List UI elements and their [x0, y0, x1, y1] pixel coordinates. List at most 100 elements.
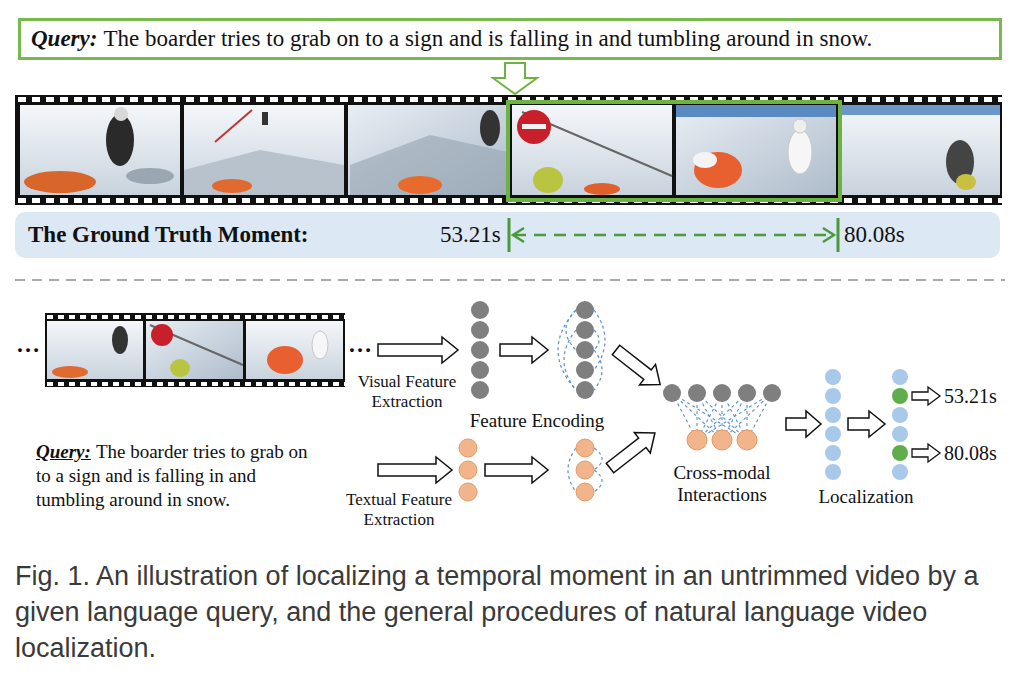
cross-modal-visual-nodes — [738, 384, 756, 402]
film-strip — [956, 174, 976, 190]
ellipsis: … — [16, 331, 40, 357]
textual-encoding-links — [594, 470, 602, 492]
visual-encoded-nodes — [576, 381, 594, 399]
stage-label: Textual Feature Extraction — [346, 490, 452, 529]
film-strip — [676, 105, 836, 195]
end-time: 80.08s — [844, 222, 905, 247]
film-strip — [348, 105, 508, 195]
localization-nodes — [825, 388, 841, 404]
film-strip — [215, 110, 252, 142]
text-line: Query:The boarder tries to grab on to a … — [31, 25, 872, 53]
localization-nodes — [825, 369, 841, 480]
cross-modal-links — [697, 393, 772, 440]
cross-modal-text-nodes — [712, 430, 732, 450]
small-film-strip — [151, 324, 173, 346]
cross-modal-text-nodes — [737, 430, 757, 450]
textual-encoding-links — [568, 448, 576, 492]
visual-feature-nodes — [471, 361, 489, 379]
film-strip — [184, 105, 344, 195]
text-slot: The Ground Truth Moment: — [28, 221, 309, 249]
localization-nodes — [825, 369, 841, 385]
film-strip — [480, 110, 500, 146]
caption-block: Fig. 1. An illustration of localizing a … — [15, 558, 1013, 666]
small-film-strip — [170, 359, 190, 377]
encoding-links — [594, 330, 599, 350]
cross-modal-links — [672, 393, 747, 440]
film-strip — [584, 183, 620, 195]
textual-encoded-nodes — [576, 461, 594, 479]
film-strip — [15, 95, 1002, 205]
ground-truth-band-shape — [837, 218, 840, 252]
ground-truth-band-shape — [513, 228, 524, 242]
visual-feature-nodes — [471, 381, 489, 399]
localization-nodes — [825, 426, 841, 442]
ground-truth-band-shape — [508, 218, 511, 252]
text-slot: 53.21s — [440, 221, 501, 249]
hollow-arrow — [485, 457, 548, 483]
cross-modal-visual-nodes — [663, 384, 681, 402]
encoding-links — [564, 330, 576, 390]
encoding-links — [558, 310, 605, 390]
cross-modal-visual-nodes — [688, 384, 706, 402]
hollow-down-arrow — [493, 63, 537, 94]
film-strip — [840, 105, 1000, 115]
film-strip — [184, 150, 344, 195]
ground-truth-band-shape — [15, 212, 1000, 258]
film-strip — [522, 124, 546, 129]
hollow-arrow — [378, 457, 452, 483]
label-slot: Textual Feature Extraction — [345, 490, 453, 530]
small-film-strip — [267, 346, 303, 374]
hollow-arrow — [602, 423, 663, 479]
small-film-strip — [312, 331, 328, 359]
ground-truth-band-shape — [823, 228, 834, 242]
localization-nodes — [825, 445, 841, 461]
film-strip — [694, 152, 742, 188]
film-strip — [788, 130, 812, 174]
stage-label: Visual Feature Extraction — [358, 372, 457, 411]
small-film-strip — [52, 366, 88, 378]
textual-feature-nodes — [459, 439, 477, 457]
query-text: The boarder tries to grab on to a sign a… — [103, 26, 872, 51]
label-slot: Cross-modal Interactions — [662, 462, 782, 506]
query-sentence-block: Query:The boarder tries to grab on to a … — [36, 440, 308, 512]
hollow-arrow — [608, 340, 668, 395]
output-time: 80.08s — [944, 442, 997, 464]
hollow-arrow — [912, 387, 940, 405]
localization-nodes — [825, 464, 841, 480]
small-film-strip — [45, 313, 345, 387]
label-slot: Feature Encoding — [462, 410, 612, 432]
stage-label: Cross-modal Interactions — [673, 462, 770, 505]
hollow-arrow — [786, 411, 821, 437]
visual-feature-nodes — [471, 301, 489, 319]
stage-label: Feature Encoding — [470, 410, 605, 431]
boundary-nodes — [892, 426, 908, 442]
boundary-nodes — [892, 407, 908, 423]
film-strip — [262, 112, 268, 125]
film-strip — [350, 135, 508, 195]
cross-modal-visual-nodes — [713, 384, 731, 402]
small-film-strip — [150, 325, 243, 365]
cross-modal-visual-nodes — [663, 384, 781, 402]
boundary-nodes — [892, 369, 908, 385]
film-strip — [508, 102, 840, 200]
film-strip — [793, 119, 807, 133]
film-strip — [533, 167, 563, 193]
film-strip — [15, 95, 1002, 205]
film-strip — [398, 176, 442, 194]
hollow-arrow — [378, 337, 458, 363]
small-film-strip — [112, 326, 128, 354]
film-strip — [212, 179, 252, 193]
small-film-strip — [146, 321, 243, 379]
boundary-nodes — [892, 464, 908, 480]
label-slot: 53.21s — [944, 384, 997, 408]
hollow-arrow — [500, 337, 548, 363]
visual-encoded-nodes — [576, 361, 594, 379]
film-strip — [693, 152, 717, 168]
film-strip — [114, 107, 128, 121]
visual-encoded-nodes — [576, 341, 594, 359]
film-strip — [126, 168, 174, 184]
label-slot: Localization — [806, 486, 926, 508]
output-time: 53.21s — [944, 385, 997, 407]
small-film-strip — [47, 321, 143, 379]
small-film-strip — [45, 382, 345, 386]
